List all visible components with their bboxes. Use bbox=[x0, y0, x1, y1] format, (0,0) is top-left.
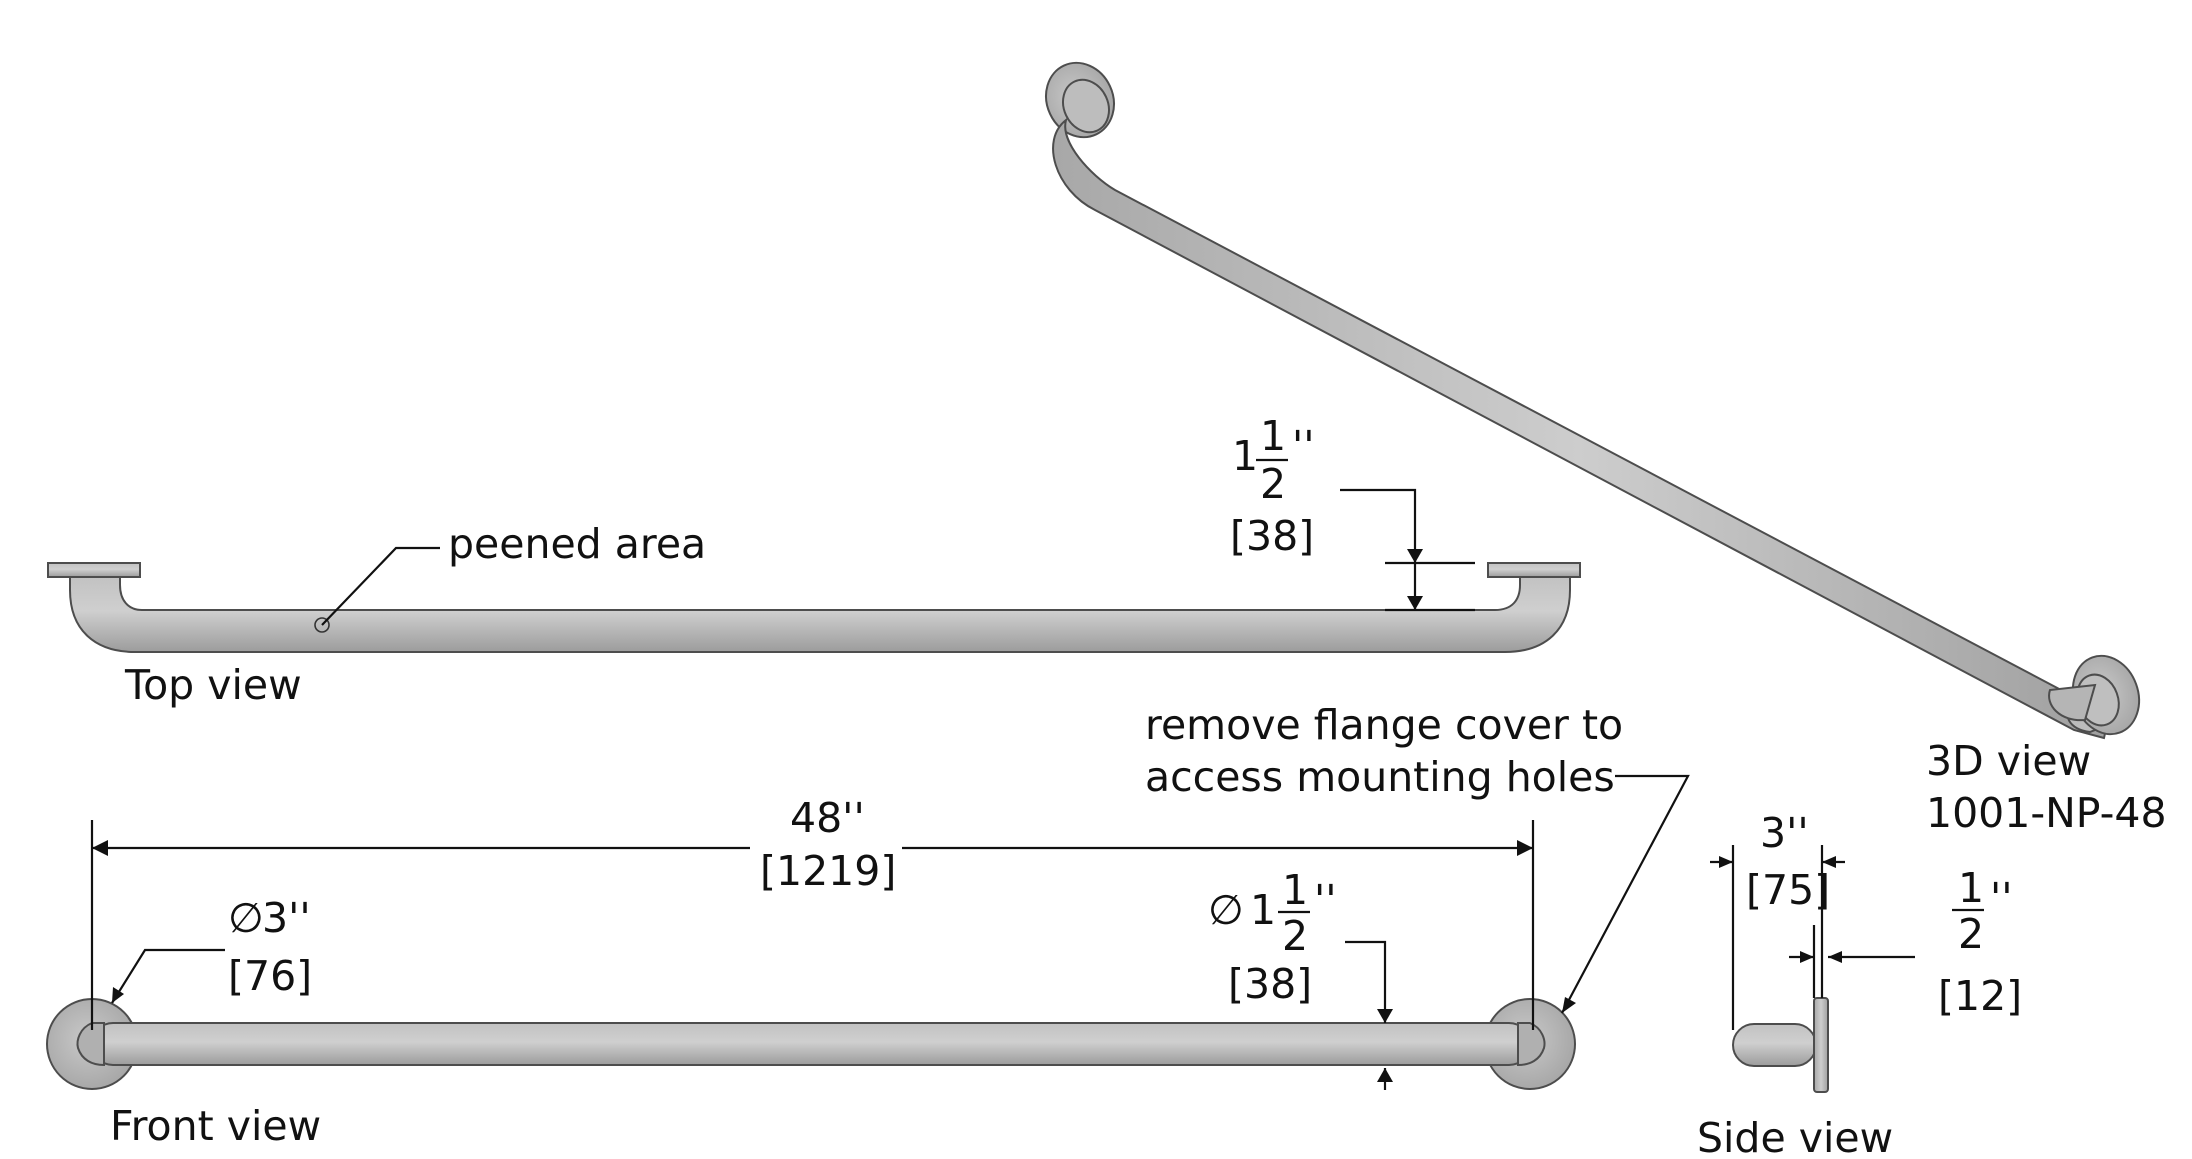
tube-height-dimension: 1 1 2 '' [38] bbox=[1230, 412, 1475, 612]
flange-thick-den: 2 bbox=[1958, 910, 1984, 958]
projection-value: 3'' bbox=[1760, 809, 1809, 857]
flange-thick-metric: [12] bbox=[1938, 972, 2022, 1020]
top-left-flange bbox=[47, 562, 141, 578]
front-view-grab-bar bbox=[46, 998, 1576, 1090]
flange-dia-value: 3'' bbox=[262, 894, 311, 942]
top-right-flange bbox=[1487, 562, 1581, 578]
tube-dia-num: 1 bbox=[1282, 866, 1308, 914]
tube-height-num: 1 bbox=[1260, 412, 1286, 460]
side-view-label: Side view bbox=[1697, 1114, 1893, 1159]
top-tube bbox=[69, 576, 1571, 653]
flange-dia-metric: [76] bbox=[228, 952, 312, 1000]
flange-callout-line2: access mounting holes bbox=[1145, 753, 1615, 801]
side-flange bbox=[1813, 997, 1829, 1093]
tube-dia-metric: [38] bbox=[1228, 960, 1312, 1008]
projection-dimension: 3'' [75] bbox=[1710, 809, 1845, 1030]
tube-diameter-dimension: ∅ 1 1 2 '' [38] bbox=[1208, 866, 1393, 1090]
length-value: 48'' bbox=[790, 794, 865, 842]
flange-dia-symbol: ∅ bbox=[228, 894, 264, 942]
top-view-grab-bar bbox=[47, 562, 1581, 653]
tube-dia-symbol: ∅ bbox=[1208, 886, 1244, 934]
flange-diameter-dimension: ∅ 3'' [76] bbox=[111, 894, 312, 1004]
flange-thick-unit: '' bbox=[1990, 874, 2013, 922]
length-metric: [1219] bbox=[760, 847, 896, 895]
tube-dia-whole: 1 bbox=[1250, 886, 1276, 934]
length-dimension: 48'' [1219] bbox=[90, 794, 1535, 1030]
tube-height-unit: '' bbox=[1292, 422, 1315, 470]
part-number: 1001-NP-48 bbox=[1926, 789, 2167, 837]
side-view-grab-bar bbox=[1732, 997, 1829, 1093]
flange-callout-line1: remove flange cover to bbox=[1145, 701, 1623, 749]
tube-height-metric: [38] bbox=[1230, 512, 1314, 560]
iso-view-label: 3D view bbox=[1926, 737, 2091, 785]
top-view-label: Top view bbox=[124, 661, 302, 709]
side-tube bbox=[1732, 1023, 1817, 1067]
front-view-label: Front view bbox=[110, 1102, 321, 1150]
flange-thick-num: 1 bbox=[1958, 864, 1984, 912]
tube-dia-unit: '' bbox=[1314, 876, 1337, 924]
tube-dia-den: 2 bbox=[1282, 912, 1308, 960]
flange-callout-leader bbox=[1561, 774, 1690, 1014]
tube-height-den: 2 bbox=[1260, 460, 1286, 508]
peened-leader bbox=[321, 546, 440, 626]
iso-view-grab-bar bbox=[1045, 61, 2141, 740]
peened-label: peened area bbox=[448, 520, 706, 568]
peened-area-mark bbox=[314, 617, 330, 633]
tube-height-whole: 1 bbox=[1232, 432, 1258, 480]
projection-metric: [75] bbox=[1746, 866, 1830, 914]
flange-thickness-dimension: 1 2 '' [12] bbox=[1789, 864, 2022, 1020]
front-tube bbox=[91, 1022, 1531, 1066]
